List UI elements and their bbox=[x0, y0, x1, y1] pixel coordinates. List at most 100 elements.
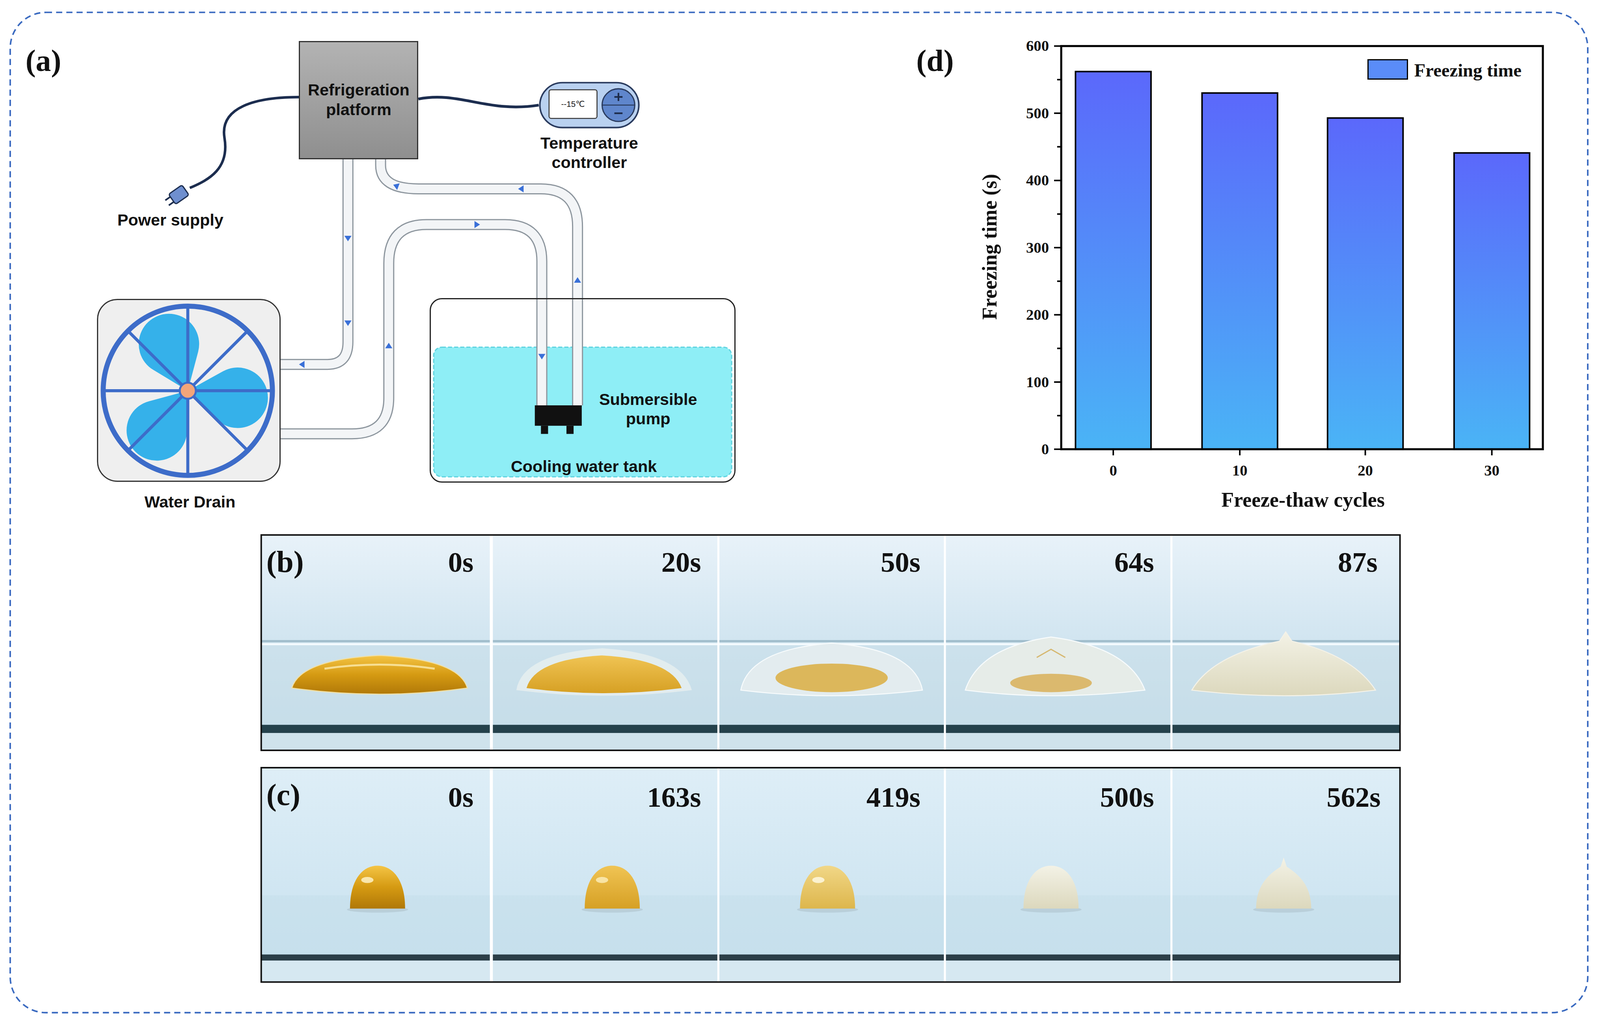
frame-separators bbox=[490, 767, 493, 982]
photo-strip-b bbox=[740, 642, 923, 696]
axis-ticks bbox=[1054, 448, 1062, 450]
photo-strip-b bbox=[1192, 631, 1376, 696]
frame-separators bbox=[490, 534, 493, 751]
photo-strip-b bbox=[1192, 631, 1376, 696]
axis-tick-label: 0 bbox=[1041, 440, 1049, 458]
photo-strip-b bbox=[261, 534, 1401, 751]
controller-body bbox=[538, 81, 640, 129]
cable-line bbox=[418, 96, 539, 107]
outer-dashed-border bbox=[10, 12, 1588, 1013]
device-label: Submersible pump bbox=[590, 387, 706, 433]
photo-strip-b bbox=[291, 655, 468, 694]
photo-strip-b bbox=[526, 655, 682, 693]
power-cable bbox=[189, 96, 299, 188]
axis-tick-label: 500 bbox=[1026, 104, 1049, 122]
photo-strip-c bbox=[584, 865, 640, 909]
tube-core bbox=[280, 159, 349, 365]
photo-strip-c bbox=[261, 767, 1401, 982]
flow-arrowhead bbox=[344, 235, 352, 242]
flow-arrowhead bbox=[344, 320, 352, 326]
pump-icon bbox=[534, 405, 582, 426]
fan-icon bbox=[98, 299, 280, 481]
photo-strip-b bbox=[324, 664, 435, 669]
photo-strip-b bbox=[291, 655, 468, 694]
photo-strip-c bbox=[361, 876, 374, 883]
flow-arrowhead bbox=[474, 221, 481, 229]
fan-icon bbox=[179, 382, 196, 399]
photo-strip-c bbox=[812, 876, 825, 883]
photo-strip-c bbox=[350, 865, 406, 909]
fan-icon bbox=[103, 304, 273, 476]
photo-strip-c bbox=[718, 767, 947, 982]
time-stamp: 87s bbox=[1337, 546, 1378, 578]
device-label: Temperature controller bbox=[513, 132, 666, 174]
frame-separators bbox=[943, 534, 946, 751]
frame-separators bbox=[1170, 767, 1173, 982]
photo-strip-b bbox=[944, 534, 1174, 751]
frame-separators bbox=[717, 534, 720, 751]
flow-arrowhead bbox=[393, 183, 400, 190]
axis-ticks bbox=[1054, 246, 1062, 249]
photo-strip-c bbox=[1171, 767, 1401, 982]
panel-label: (a) bbox=[25, 44, 62, 79]
axis-title: Freezing time (s) bbox=[978, 174, 1002, 321]
submersible-pump: Submersible pump bbox=[531, 405, 585, 434]
pump-icon bbox=[531, 405, 585, 434]
power-cable bbox=[168, 184, 190, 205]
water-drain-fan: Water Drain bbox=[96, 298, 281, 482]
panel-label: (c) bbox=[266, 778, 301, 812]
photo-strip-c bbox=[797, 865, 859, 913]
tube-wall bbox=[280, 159, 349, 365]
photo-strip-b bbox=[965, 637, 1146, 696]
panel-label: (b) bbox=[266, 545, 304, 580]
fan-icon bbox=[128, 331, 248, 451]
photo-strip-b bbox=[775, 663, 888, 692]
photo-strip-b bbox=[261, 534, 1401, 751]
bars bbox=[1075, 71, 1152, 449]
bars bbox=[1201, 93, 1278, 449]
photo-strip-c bbox=[1253, 857, 1315, 913]
photo-strip-c bbox=[800, 865, 856, 909]
photo-strip-c bbox=[1020, 865, 1082, 913]
tube-wall bbox=[380, 159, 578, 406]
display-value: --15℃ bbox=[549, 89, 598, 119]
controller-body bbox=[549, 89, 598, 119]
flow-arrowhead bbox=[299, 360, 305, 368]
axis-tick-label: 10 bbox=[1232, 461, 1248, 479]
photo-strip-c bbox=[1256, 857, 1312, 909]
flow-arrowhead bbox=[517, 185, 524, 193]
photo-strip-c bbox=[944, 767, 1174, 982]
pump-icon bbox=[540, 425, 548, 434]
time-stamp: 50s bbox=[880, 546, 921, 578]
water-tube bbox=[280, 221, 546, 434]
frame-separators bbox=[491, 767, 1172, 982]
power-cable bbox=[163, 96, 300, 208]
bars bbox=[1454, 152, 1530, 449]
axis-ticks bbox=[1054, 45, 1062, 47]
water-tank: Cooling water tankSubmersible pump bbox=[429, 298, 736, 483]
photo-strip-c bbox=[491, 767, 721, 982]
frame-separators bbox=[491, 534, 1172, 751]
photo-strip-b bbox=[718, 534, 947, 751]
axis-ticks bbox=[1054, 46, 1492, 456]
axis-ticks bbox=[1054, 381, 1062, 383]
time-stamp: 0s bbox=[448, 781, 474, 813]
axis-ticks bbox=[1054, 313, 1062, 316]
frame-separators bbox=[717, 767, 720, 982]
legend-text: Freezing time bbox=[1414, 60, 1522, 81]
power-cable bbox=[163, 184, 189, 208]
photo-strip-c bbox=[1023, 865, 1079, 909]
axis-tick-label: 300 bbox=[1026, 238, 1049, 256]
axis-tick-label: 600 bbox=[1026, 37, 1049, 55]
fan-icon bbox=[183, 361, 272, 433]
axis-tick-label: 20 bbox=[1357, 461, 1373, 479]
axis-title: Freeze-thaw cycles bbox=[1221, 488, 1385, 512]
axis-tick-label: 400 bbox=[1026, 171, 1049, 189]
tube-core bbox=[380, 159, 578, 406]
flow-arrowhead bbox=[538, 353, 546, 360]
temperature-controller: --15℃Temperature controller bbox=[538, 81, 640, 129]
panel-label: (d) bbox=[916, 44, 954, 79]
photo-strip-c bbox=[596, 876, 609, 883]
controller-body bbox=[617, 93, 620, 102]
